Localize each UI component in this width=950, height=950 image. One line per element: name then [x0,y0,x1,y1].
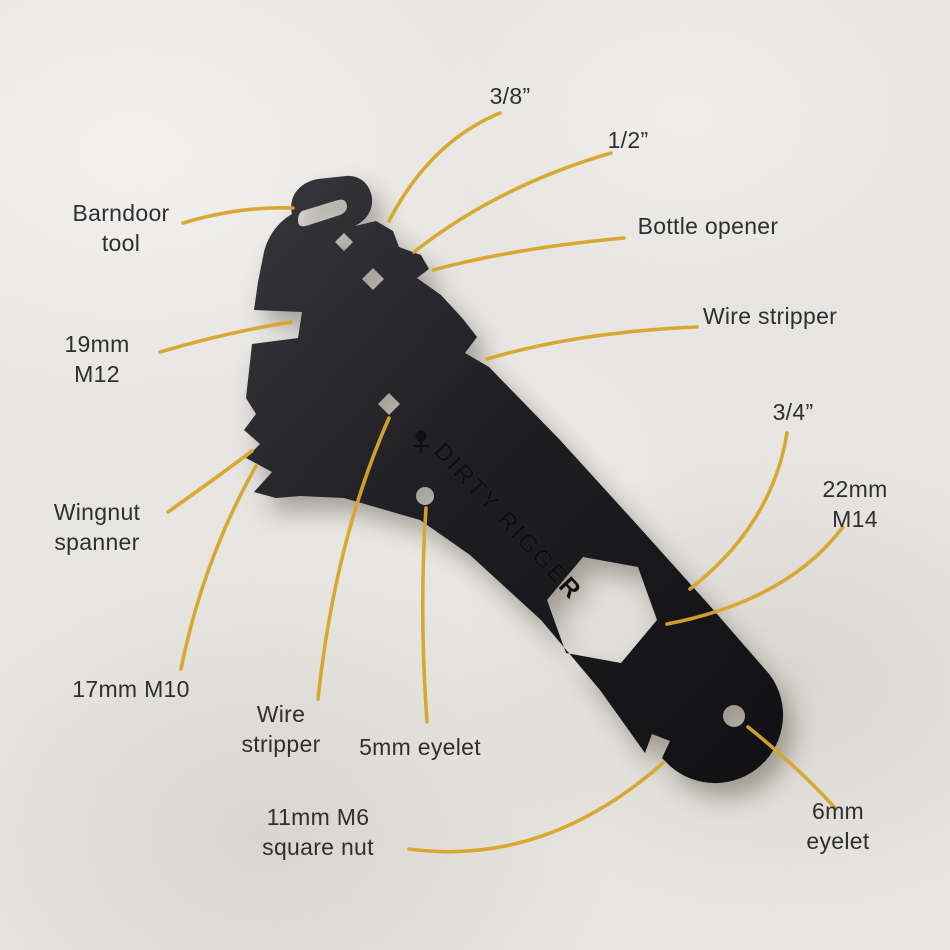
label-3-8: 3/8” [489,83,531,110]
annotation-line-3-8 [387,111,502,223]
label-19mm-m12: 19mm M12 [64,331,130,387]
annotation-line-wire-stripper-bottom [316,416,391,701]
annotation-line-wire-stripper-top [485,325,699,361]
rigger-figure-icon [415,430,427,442]
label-wire-stripper-bottom: Wire stripper [241,701,321,757]
annotation-line-19mm-m12 [158,320,293,354]
annotation-line-17mm-m10 [179,464,258,671]
label-1-2: 1/2” [607,127,649,154]
tool-silhouette [244,175,784,784]
annotation-line-11mm-m6 [407,761,665,854]
label-barndoor-tool: Barndoor tool [72,200,170,256]
label-wingnut-spanner: Wingnut spanner [53,499,141,555]
label-6mm-eyelet: 6mm eyelet [806,798,870,854]
annotation-line-bottle-opener [431,236,626,272]
annotation-line-3-4 [688,431,789,591]
annotation-line-barndoor-tool [181,205,295,225]
label-wire-stripper-top: Wire stripper [702,303,838,330]
multi-tool: DIRTY RIGGER [244,175,784,784]
label-5mm-eyelet: 5mm eyelet [359,734,481,761]
label-11mm-m6-square-nut: 11mm M6 square nut [262,804,374,860]
label-22mm-m14: 22mm M14 [822,476,888,532]
annotation-line-1-2 [412,151,613,254]
label-bottle-opener: Bottle opener [637,213,779,240]
annotation-line-6mm-eyelet [746,725,838,811]
annotation-line-5mm-eyelet [420,506,429,724]
label-3-4: 3/4” [772,399,814,426]
annotation-lines [158,111,845,854]
label-17mm-m10: 17mm M10 [72,676,190,703]
annotation-line-wingnut-spanner [166,449,254,514]
rigger-figure-body-icon [413,442,429,453]
annotation-line-22mm-m14 [665,525,845,626]
